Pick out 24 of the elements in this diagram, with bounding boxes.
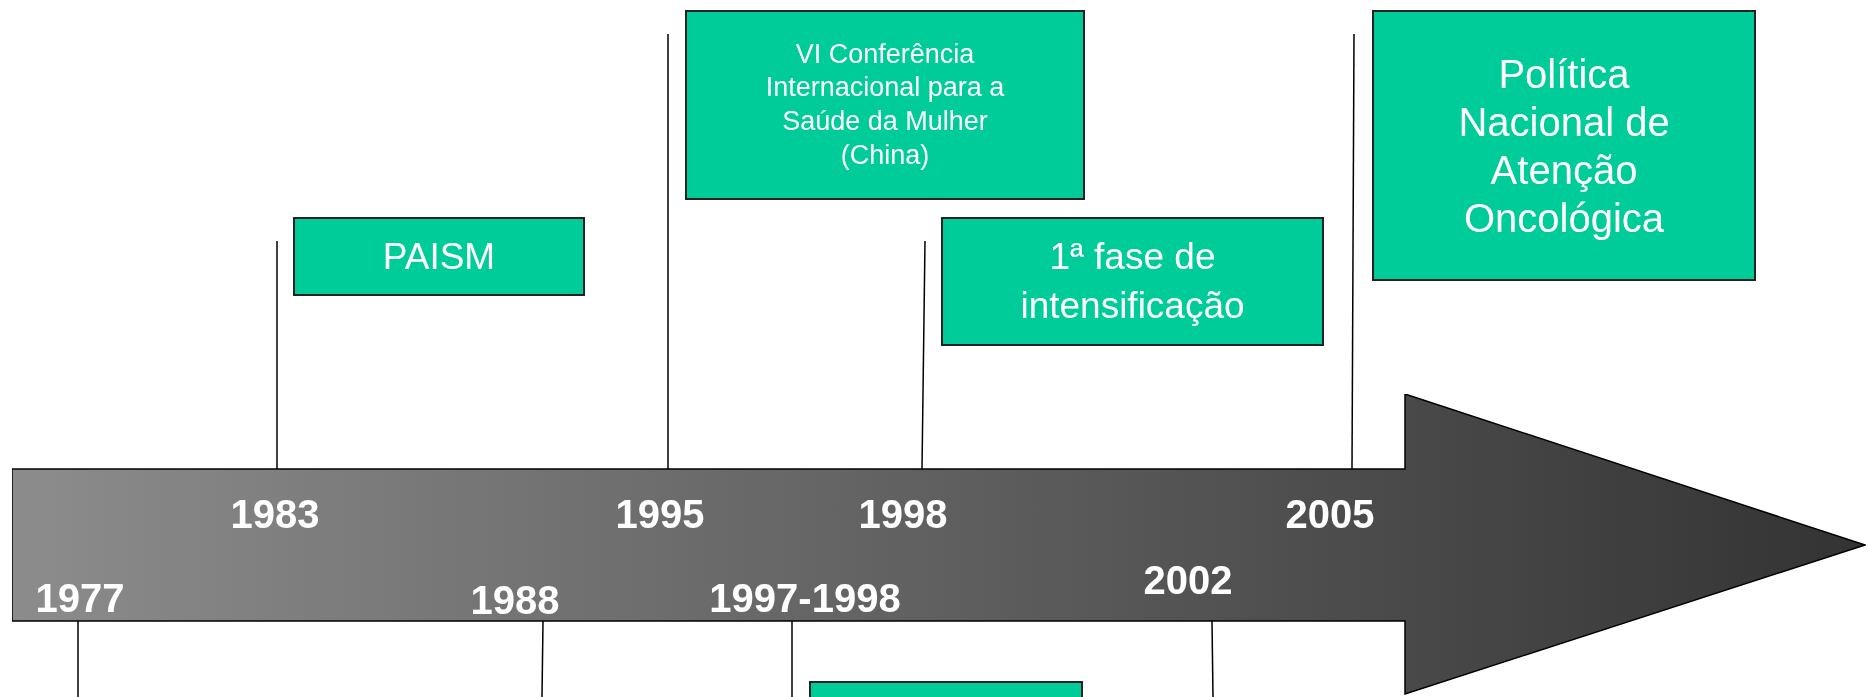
leader-line bbox=[667, 33, 669, 470]
leader-line bbox=[77, 620, 79, 697]
event-box bbox=[685, 10, 1085, 200]
event-text: 1ª fase de intensificação bbox=[1019, 235, 1246, 328]
event-box bbox=[1372, 10, 1756, 281]
event-box bbox=[941, 217, 1324, 346]
leader-line bbox=[541, 620, 544, 697]
leader-line bbox=[1211, 620, 1214, 697]
year-label: 1998 bbox=[858, 491, 948, 538]
event-box bbox=[293, 217, 585, 296]
year-label: 1983 bbox=[230, 491, 320, 538]
year-label: 1988 bbox=[470, 577, 560, 624]
year-label: 1995 bbox=[615, 491, 705, 538]
year-label: 2002 bbox=[1143, 557, 1233, 604]
year-label: 1997-1998 bbox=[709, 575, 901, 622]
event-text: PAISM bbox=[382, 234, 496, 279]
year-label: 1977 bbox=[35, 575, 125, 622]
leader-line bbox=[1351, 33, 1355, 470]
event-text: Política Nacional de Atenção Oncológica bbox=[1457, 50, 1671, 242]
leader-line bbox=[921, 240, 926, 470]
leader-line bbox=[276, 240, 278, 470]
event-text: VI Conferência Internacional para a Saúde da Mulher (China) bbox=[764, 37, 1006, 172]
leader-line bbox=[791, 620, 793, 697]
year-label: 2005 bbox=[1285, 491, 1375, 538]
